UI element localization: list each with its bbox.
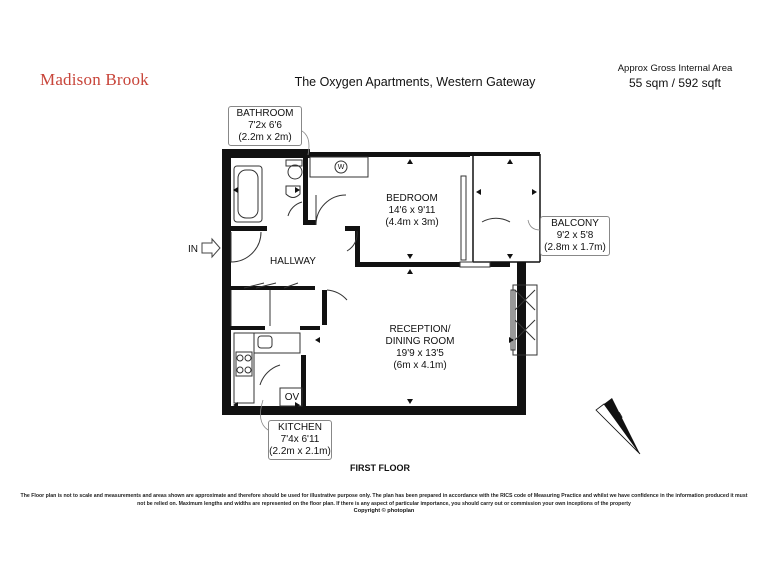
north-arrow — [595, 398, 641, 455]
washer-label: W — [337, 164, 345, 171]
page-title: The Oxygen Apartments, Western Gateway — [294, 75, 536, 89]
kitchen-label: KITCHEN 7'4x 6'11 (2.2m x 2.1m) — [268, 420, 332, 460]
balcony-metric: (2.8m x 1.7m) — [544, 242, 606, 253]
balcony-outline — [472, 154, 541, 263]
bedroom-details — [309, 156, 467, 261]
reception-name-2: DINING ROOM — [385, 336, 455, 347]
outer-walls — [222, 149, 540, 415]
bedroom-label: BEDROOM 14'6 x 9'11 (4.4m x 3m) — [370, 193, 454, 229]
floor-label: FIRST FLOOR — [350, 463, 410, 473]
washer-symbol — [334, 160, 348, 174]
balcony-label: BALCONY 9'2 x 5'8 (2.8m x 1.7m) — [540, 216, 610, 256]
kitchen-metric: (2.2m x 2.1m) — [269, 446, 331, 457]
area-value: 55 sqm / 592 sqft — [628, 76, 722, 90]
bathroom-metric: (2.2m x 2m) — [238, 132, 292, 143]
oven-label: OV — [284, 392, 300, 403]
bedroom-name: BEDROOM — [386, 193, 438, 204]
balcony-name: BALCONY — [551, 218, 599, 229]
internal-walls — [231, 157, 510, 407]
hallway-details — [230, 230, 358, 326]
area-label: Approx Gross Internal Area — [617, 63, 733, 74]
kitchen-imperial: 7'4x 6'11 — [280, 434, 320, 445]
entrance-arrow — [201, 237, 221, 259]
reception-label: RECEPTION/ DINING ROOM 19'9 x 13'5 (6m x… — [372, 324, 468, 372]
kitchen-name: KITCHEN — [278, 422, 322, 433]
hallway-label: HALLWAY — [270, 256, 316, 267]
reception-imperial: 19'9 x 13'5 — [396, 348, 444, 359]
dimension-arrows — [233, 159, 537, 408]
copyright-text: Copyright © photoplan — [353, 508, 415, 514]
bathroom-name: BATHROOM — [236, 108, 294, 119]
bathroom-imperial: 7'2x 6'6 — [248, 120, 282, 131]
entrance-label: IN — [188, 244, 198, 255]
reception-name-1: RECEPTION/ — [389, 324, 451, 335]
reception-metric: (6m x 4.1m) — [393, 360, 447, 371]
balcony-doors — [459, 217, 511, 268]
disclaimer-text: The Floor plan is not to scale and measu… — [20, 493, 748, 507]
bedroom-metric: (4.4m x 3m) — [385, 217, 439, 228]
balcony-imperial: 9'2 x 5'8 — [556, 230, 594, 241]
bedroom-imperial: 14'6 x 9'11 — [388, 205, 436, 216]
bathroom-label: BATHROOM 7'2x 6'6 (2.2m x 2m) — [228, 106, 302, 146]
reception-window — [510, 284, 538, 356]
bathroom-fixtures — [233, 159, 303, 223]
kitchen-fixtures — [233, 332, 303, 407]
brand-logo: Madison Brook — [40, 70, 149, 89]
